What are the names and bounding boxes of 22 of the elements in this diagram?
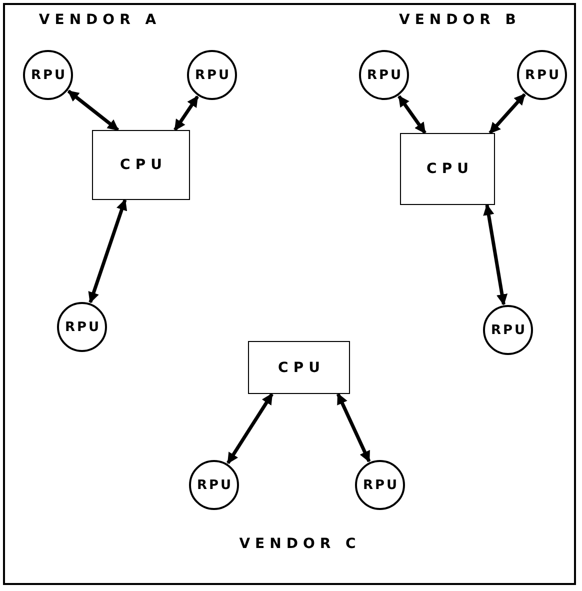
double-arrow (88, 198, 128, 304)
vendor-label: VENDOR A (38, 12, 162, 28)
rpu-circle: RPU (483, 305, 533, 355)
double-arrow (336, 392, 371, 462)
cpu-box: CPU (400, 133, 495, 205)
vendor-label: VENDOR B (399, 12, 521, 28)
rpu-circle: RPU (23, 50, 73, 100)
cpu-box: CPU (248, 341, 350, 394)
double-arrow (226, 393, 274, 464)
rpu-circle: RPU (517, 50, 567, 100)
rpu-circle: RPU (57, 302, 107, 352)
rpu-circle: RPU (355, 460, 405, 510)
double-arrow (483, 204, 508, 306)
rpu-circle: RPU (359, 50, 409, 100)
cpu-box: CPU (92, 130, 190, 200)
vendor-label: VENDOR C (239, 536, 361, 552)
double-arrow (488, 93, 526, 134)
rpu-circle: RPU (189, 460, 239, 510)
rpu-circle: RPU (187, 50, 237, 100)
double-arrow (67, 90, 120, 132)
double-arrow (398, 95, 426, 134)
double-arrow (174, 96, 199, 131)
